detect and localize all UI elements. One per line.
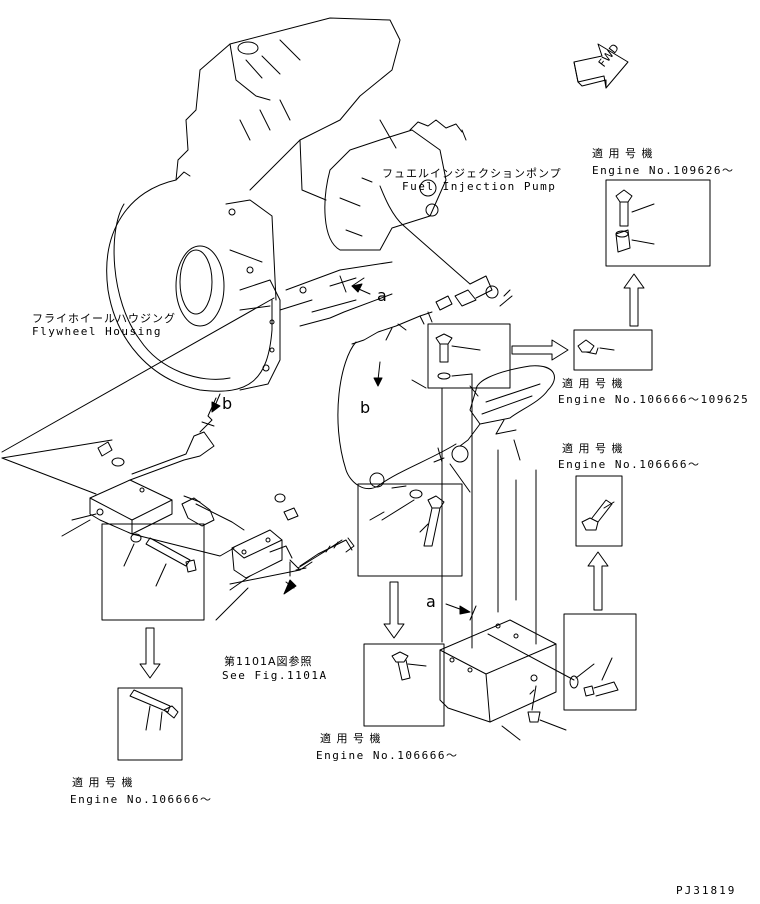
right-arrow-icon <box>512 340 568 360</box>
callout-letter-b: b <box>222 394 233 413</box>
engine-block <box>107 18 400 391</box>
callout-letter-a: a <box>377 286 387 305</box>
control-cable <box>300 294 456 489</box>
left-bracket <box>90 432 214 534</box>
bolt-icon <box>616 190 654 226</box>
down-arrow-icon <box>384 582 404 638</box>
callout-letter-b: b <box>360 398 371 417</box>
up-arrow-icon <box>624 274 644 326</box>
box-mid-right <box>574 330 652 370</box>
spacer-icon <box>616 230 654 252</box>
applicability-engine-no: Engine No.106666～109625 <box>558 393 750 406</box>
box-right-lower <box>576 476 622 546</box>
down-arrow-icon <box>140 628 160 678</box>
applicability-engine-no: Engine No.109626～ <box>592 164 735 177</box>
fuel-injection-pump-label-jp: フュエルインジェクションポンプ <box>382 167 562 180</box>
pump-fittings <box>436 276 512 310</box>
bolt-icon <box>570 658 618 696</box>
box-actuator-bolt <box>428 324 510 388</box>
middle-bracket <box>230 494 352 584</box>
bolt-icon <box>582 500 614 530</box>
callout-letter-a: a <box>426 592 436 611</box>
l-bracket <box>440 606 556 722</box>
box-bottom-right <box>564 614 636 710</box>
applicability-label-jp: 適 用 号 機 <box>562 377 624 390</box>
flywheel-housing-label-jp: フライホイールハウジング <box>32 312 176 325</box>
applicability-label-jp: 適 用 号 機 <box>320 732 382 745</box>
bolt-icon <box>578 340 614 354</box>
flywheel-housing-label-en: Flywheel Housing <box>32 325 162 338</box>
actuator-assembly <box>434 366 554 462</box>
applicability-label-jp: 適 用 号 機 <box>562 442 624 455</box>
bolt-icon <box>382 490 444 546</box>
drawing-code: PJ31819 <box>676 884 737 897</box>
fuel-injection-pump-label-en: Fuel Injection Pump <box>402 180 557 193</box>
fwd-arrow-icon <box>574 44 628 88</box>
applicability-engine-no: Engine No.106666～ <box>70 793 213 806</box>
applicability-label-jp: 適 用 号 機 <box>72 776 134 789</box>
applicability-label-jp: 適 用 号 機 <box>592 147 654 160</box>
see-fig-label-jp: 第1101A図参照 <box>224 655 313 668</box>
box-left <box>102 524 204 620</box>
bolt-icon <box>436 334 480 379</box>
bolt-icon <box>392 652 426 680</box>
leader-lines <box>2 120 574 740</box>
bolt-icon <box>124 534 196 586</box>
see-fig-label-en: See Fig.1101A <box>222 669 328 682</box>
up-arrow-icon <box>588 552 608 610</box>
box-left-bottom <box>118 688 182 760</box>
fuel-injection-pump <box>325 120 470 284</box>
box-top-right <box>606 180 710 266</box>
callout-arrows <box>212 284 470 614</box>
box-center <box>358 484 462 576</box>
box-center-bottom <box>364 644 444 726</box>
bolt-icon <box>130 690 178 730</box>
applicability-engine-no: Engine No.106666～ <box>316 749 459 762</box>
adjusting-rod <box>196 504 354 594</box>
applicability-engine-no: Engine No.106666～ <box>558 458 701 471</box>
